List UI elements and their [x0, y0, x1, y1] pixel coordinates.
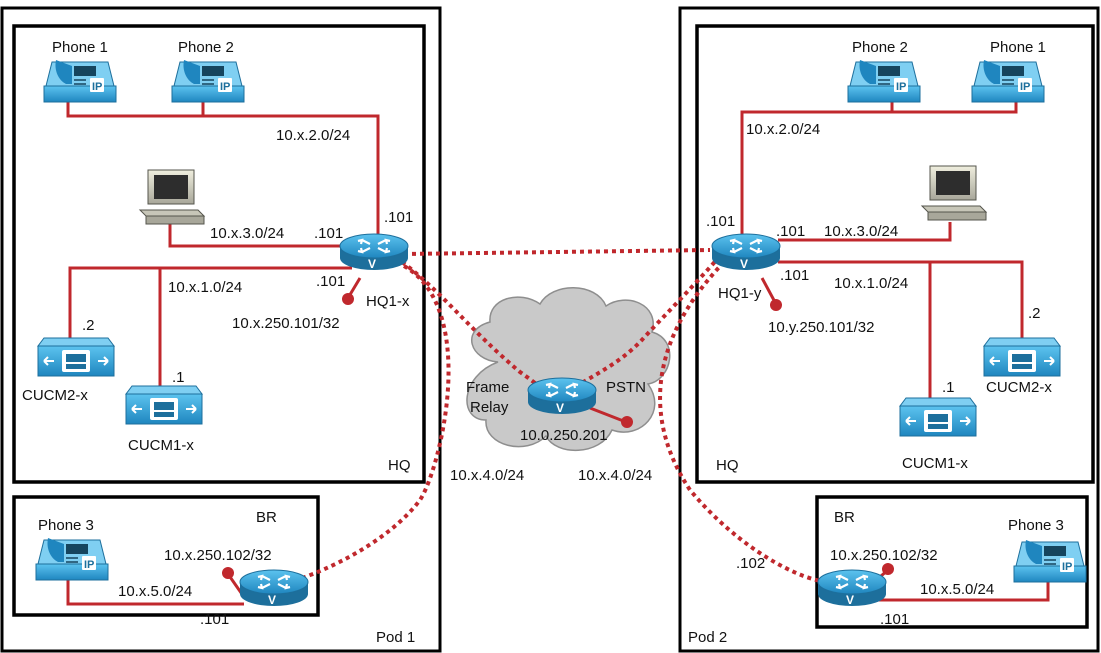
pod2-hq-loopback: 10.y.250.101/32: [768, 319, 874, 336]
pod2-voice-net-label: 10.x.2.0/24: [746, 121, 820, 138]
pod2-frame: [678, 6, 1100, 653]
pod1-cucm2-icon[interactable]: [37, 337, 115, 377]
pod1-cucm1-ip: .1: [172, 369, 185, 386]
pod1-router-name: HQ1-x: [366, 293, 410, 310]
pod1-hq-label: HQ: [388, 457, 411, 474]
pod2-router-ip-right: .101: [776, 223, 805, 240]
pod2-br-label: BR: [834, 509, 855, 526]
pod2-br-router-ip: .101: [880, 611, 909, 628]
pod2-cucm1-icon[interactable]: [899, 397, 977, 437]
pod1-router-ip-bottom: .101: [316, 273, 345, 290]
pod2-phone1-icon[interactable]: [971, 55, 1047, 103]
pod1-router-ip-left: .101: [314, 225, 343, 242]
pod2-cucm1-name: CUCM1-x: [902, 455, 968, 472]
pod2-cucm1-ip: .1: [942, 379, 955, 396]
pod1-phone3-label: Phone 3: [38, 517, 94, 534]
pod1-br-label: BR: [256, 509, 277, 526]
pod2-router-ip-bottom: .101: [780, 267, 809, 284]
pod2-hq-loopback-dot: [770, 299, 782, 311]
pod2-br-loopback-dot: [882, 563, 894, 575]
pod2-br-router-icon[interactable]: [816, 568, 888, 609]
frame-relay-cloud-icon: [466, 287, 671, 451]
pod1-hq-loopback: 10.x.250.101/32: [232, 315, 340, 332]
pod1-br-loopback: 10.x.250.102/32: [164, 547, 272, 564]
pod2-server-net-label: 10.x.1.0/24: [834, 275, 908, 292]
frame-relay-label-line2: Relay: [470, 399, 509, 416]
pod1-server-net-label: 10.x.1.0/24: [168, 279, 242, 296]
pod1-cucm1-icon[interactable]: [125, 385, 203, 425]
pod2-br-frame: [815, 495, 1089, 629]
pod2-phone3-icon[interactable]: [1013, 535, 1089, 583]
pstn-label: PSTN: [606, 379, 646, 396]
pod2-router-name: HQ1-y: [718, 285, 762, 302]
pod1-hq-router-icon[interactable]: [338, 232, 410, 273]
pod2-phone3-label: Phone 3: [1008, 517, 1064, 534]
pod2-router-ip-left: .101: [706, 213, 735, 230]
pod1-data-net-label: 10.x.3.0/24: [210, 225, 284, 242]
pod2-hq-label: HQ: [716, 457, 739, 474]
pod1-hq-loopback-dot: [342, 293, 354, 305]
pstn-dot: [621, 416, 633, 428]
pod2-cucm2-icon[interactable]: [983, 337, 1061, 377]
pod1-pc-icon[interactable]: [139, 169, 205, 225]
pod1-cucm2-ip: .2: [82, 317, 95, 334]
wan-links: [289, 248, 829, 584]
pod2-pc-icon[interactable]: [921, 165, 987, 221]
pod2-data-net-label: 10.x.3.0/24: [824, 223, 898, 240]
pstn-link: [589, 406, 627, 424]
pod2-phone2-label: Phone 2: [852, 39, 908, 56]
pod2-wan-net-label: 10.x.4.0/24: [578, 467, 652, 484]
pod1-phone2-icon[interactable]: [171, 55, 247, 103]
pod1-phone1-label: Phone 1: [52, 39, 108, 56]
pod1-br-frame: [12, 495, 320, 617]
pod1-cucm2-name: CUCM2-x: [22, 387, 88, 404]
pstn-ip-label: 10.0.250.201: [520, 427, 608, 444]
pod2-label: Pod 2: [688, 629, 727, 646]
pod1-label: Pod 1: [376, 629, 415, 646]
pod1-voice-net-label: 10.x.2.0/24: [276, 127, 350, 144]
pod2-cucm2-name: CUCM2-x: [986, 379, 1052, 396]
pod1-phone2-label: Phone 2: [178, 39, 234, 56]
pod1-phone3-icon[interactable]: [35, 533, 111, 581]
frame-relay-label-line1: Frame: [466, 379, 509, 396]
pod1-phone1-icon[interactable]: [43, 55, 119, 103]
pod2-phone1-label: Phone 1: [990, 39, 1046, 56]
pod2-phone2-icon[interactable]: [847, 55, 923, 103]
pod2-cucm2-ip: .2: [1028, 305, 1041, 322]
pod1-br-router-ip: .101: [200, 611, 229, 628]
pod2-br-wan-ip: .102: [736, 555, 765, 572]
pod1-cucm1-name: CUCM1-x: [128, 437, 194, 454]
pod1-br-loopback-dot: [222, 567, 234, 579]
pod2-hq-router-icon[interactable]: [710, 232, 782, 273]
pod2-hq-frame: [695, 24, 1095, 484]
pod2-br-loopback: 10.x.250.102/32: [830, 547, 938, 564]
pstn-router-icon[interactable]: [526, 376, 598, 417]
pod1-router-ip-top: .101: [384, 209, 413, 226]
pod2-br-net-label: 10.x.5.0/24: [920, 581, 994, 598]
pod1-br-net-label: 10.x.5.0/24: [118, 583, 192, 600]
pod1-wan-net-label: 10.x.4.0/24: [450, 467, 524, 484]
pod1-br-router-icon[interactable]: [238, 568, 310, 609]
pod1-frame: [0, 6, 442, 653]
